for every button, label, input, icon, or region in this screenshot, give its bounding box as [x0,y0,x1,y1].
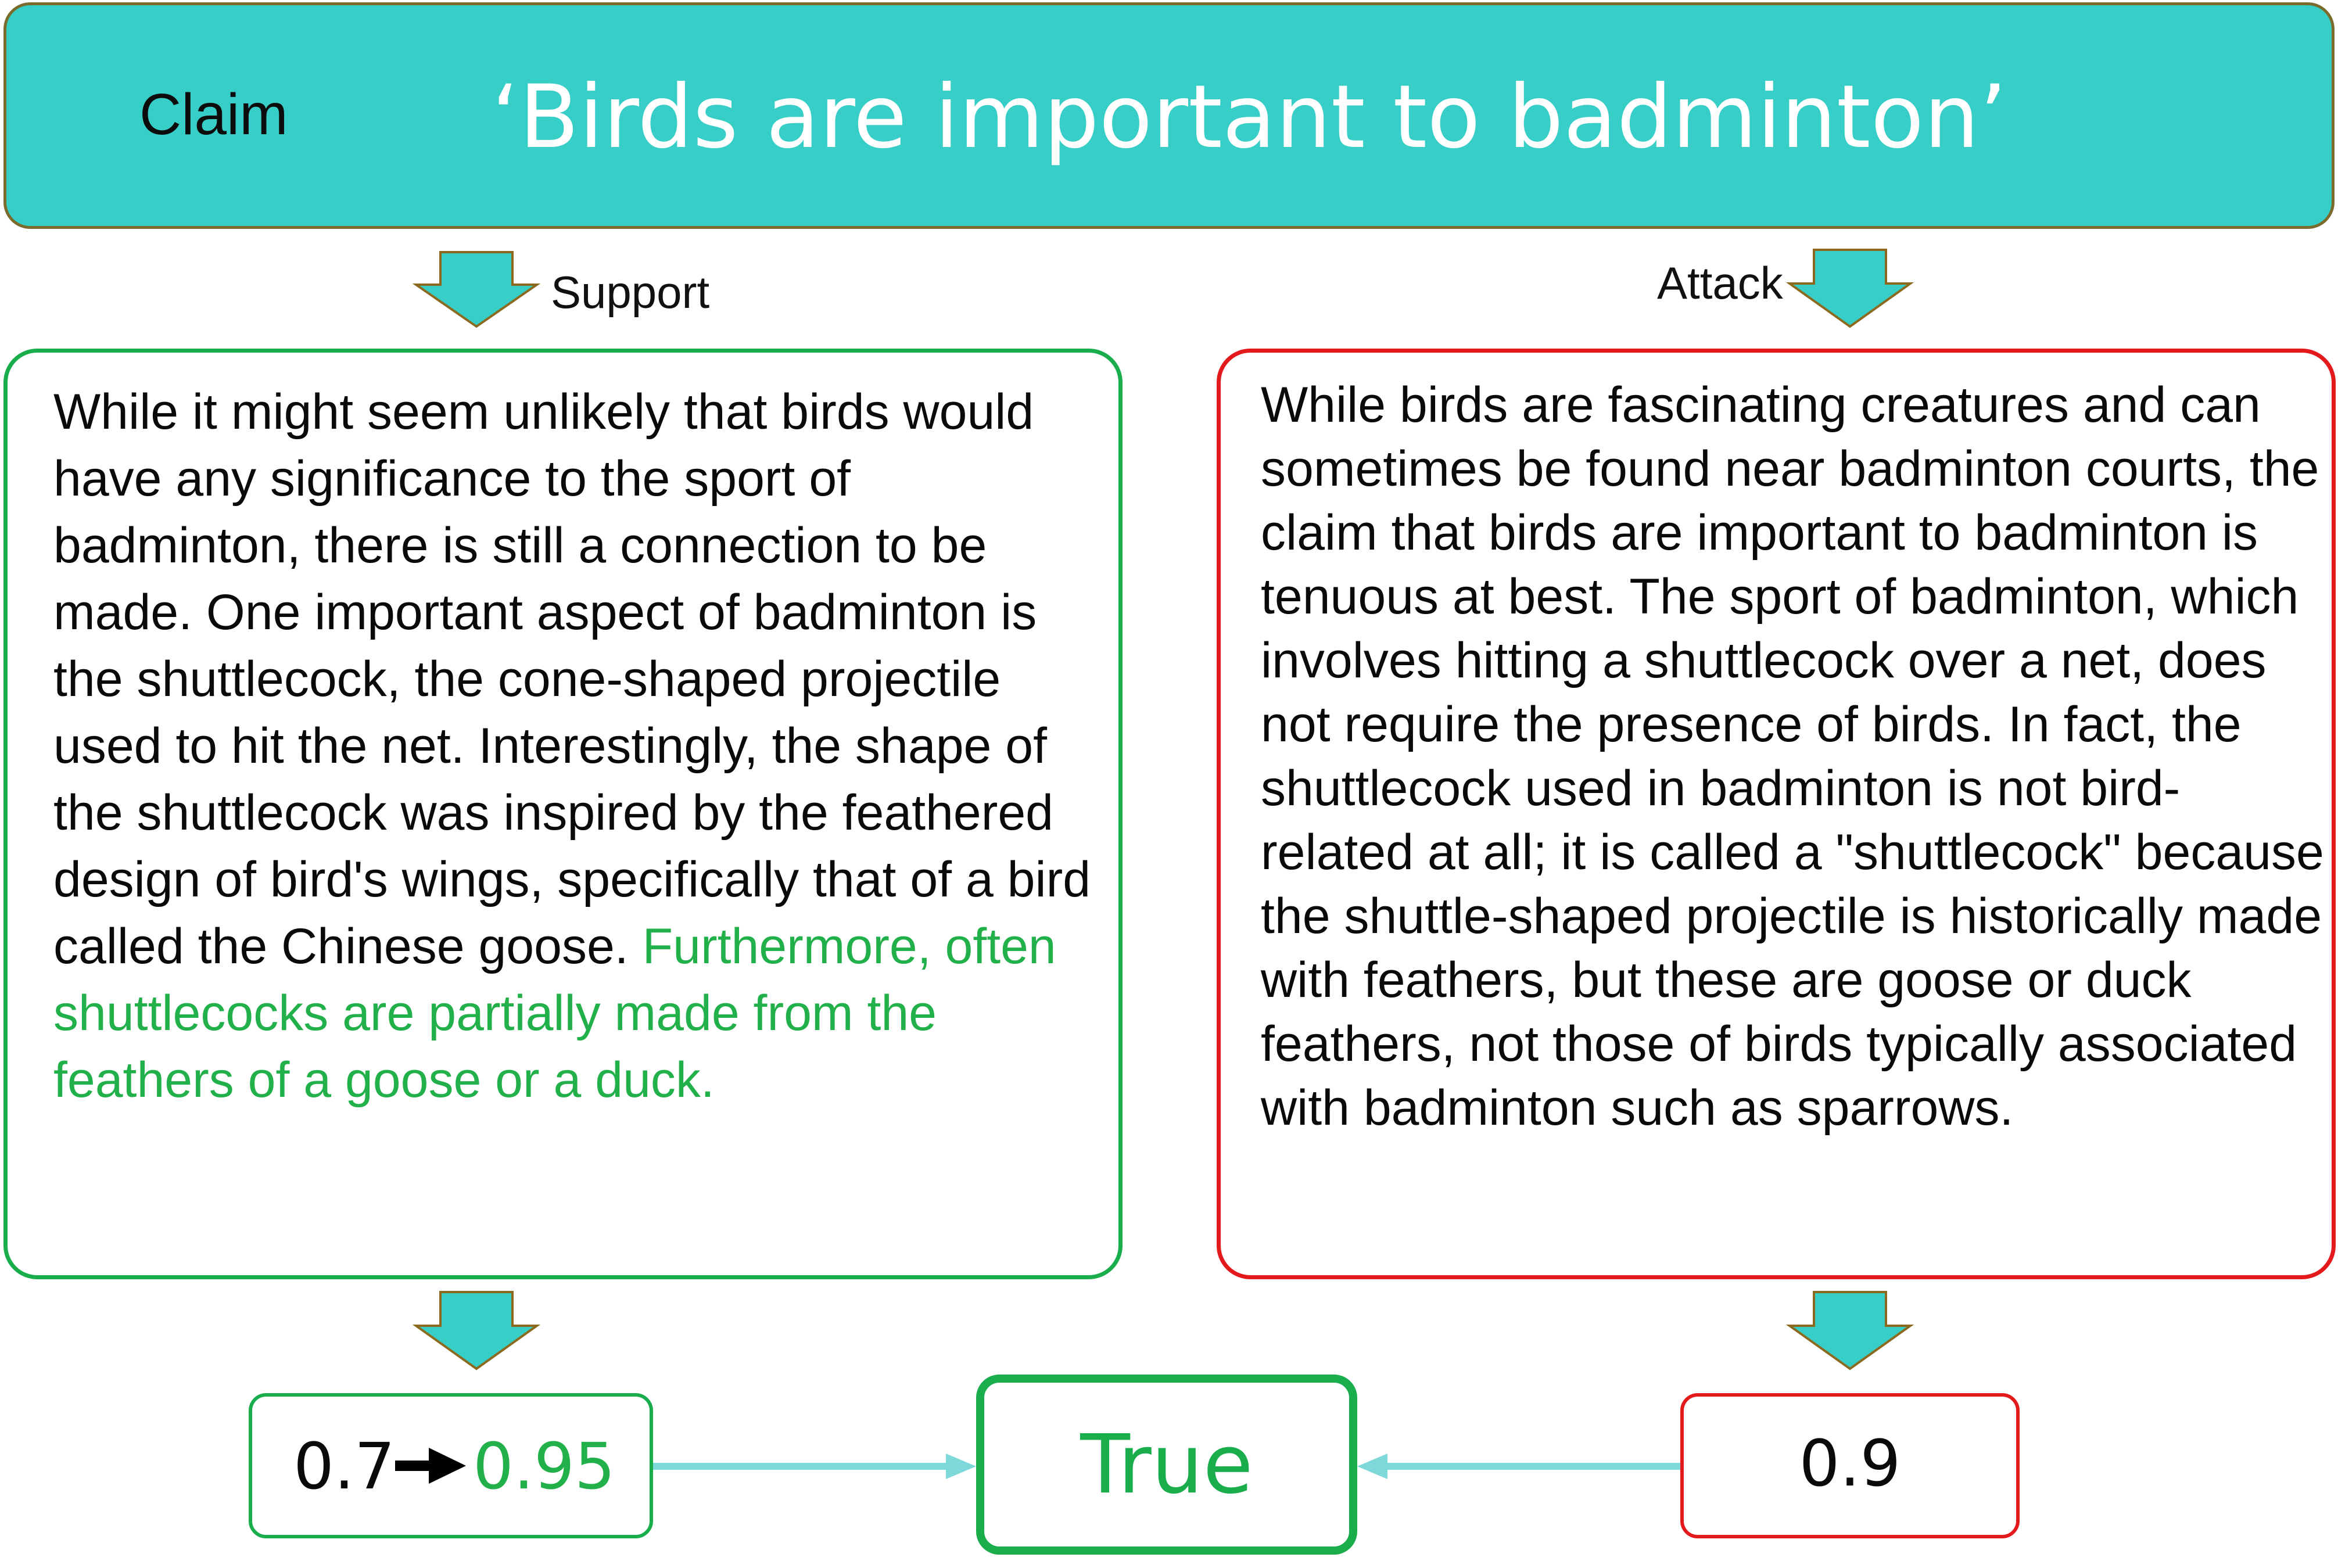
support-argument-highlight: Furthermore, often shuttlecocks are part… [53,918,1056,1108]
support-argument-text: While it might seem unlikely that birds … [53,379,1111,1114]
verdict-box [976,1375,1357,1555]
support-argument-body: While it might seem unlikely that birds … [53,384,1091,974]
attack-label: Attack [1657,257,1783,308]
attack-score-box [1680,1393,2020,1538]
attack-arrow-icon [1786,249,1914,328]
support-to-verdict-connector [653,1454,976,1479]
claim-box [3,2,2335,229]
support-label: Support [551,267,710,318]
attack-to-verdict-connector [1357,1454,1680,1479]
verdict-text: True [1080,1418,1253,1512]
claim-label: Claim [139,82,288,147]
attack-score-arrow-icon [1786,1291,1914,1370]
support-score-before: 0.7 [293,1429,395,1504]
support-score-after: 0.95 [473,1429,615,1504]
attack-score: 0.9 [1799,1426,1901,1501]
support-score-box [249,1393,653,1538]
attack-argument-box [1217,349,2336,1279]
support-score-arrow-icon [413,1291,540,1370]
claim-text: ‘Birds are important to badminton’ [492,67,2007,168]
support-argument-box [3,349,1123,1279]
score-update-arrow-icon [395,1448,466,1484]
attack-argument-text: While birds are fascinating creatures an… [1261,377,2324,1136]
support-arrow-icon [413,251,540,328]
